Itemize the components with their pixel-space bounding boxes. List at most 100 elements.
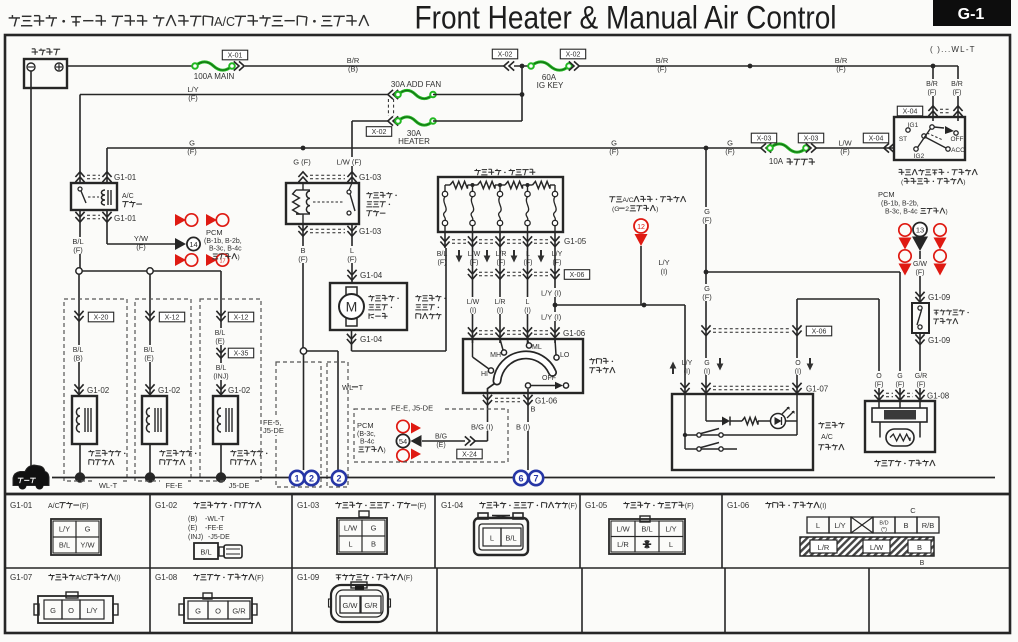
svg-text:G1-06: G1-06 bbox=[727, 501, 750, 510]
svg-text:(F): (F) bbox=[928, 90, 937, 97]
svg-text:2: 2 bbox=[625, 206, 629, 213]
svg-text:O: O bbox=[795, 360, 801, 367]
svg-text:100A MAIN: 100A MAIN bbox=[194, 72, 235, 81]
svg-text:(F): (F) bbox=[73, 246, 83, 255]
svg-text:2: 2 bbox=[309, 473, 314, 483]
svg-text:-J5-DE: -J5-DE bbox=[208, 534, 230, 541]
svg-text:(F): (F) bbox=[188, 94, 198, 103]
svg-text:B/R: B/R bbox=[951, 81, 963, 88]
svg-text:B: B bbox=[530, 405, 535, 414]
svg-text:L/Y: L/Y bbox=[682, 360, 693, 367]
svg-text:L: L bbox=[526, 299, 530, 306]
svg-text:(INJ): (INJ) bbox=[188, 534, 203, 541]
svg-text:OFF: OFF bbox=[951, 136, 964, 143]
svg-text:B/G: B/G bbox=[435, 434, 447, 441]
svg-text:ST: ST bbox=[899, 136, 907, 143]
svg-text:G1-04: G1-04 bbox=[360, 271, 383, 280]
svg-text:L/R: L/R bbox=[818, 543, 830, 552]
svg-text:X-01: X-01 bbox=[228, 53, 243, 60]
svg-text:(I): (I) bbox=[114, 575, 121, 582]
svg-text:B: B bbox=[903, 521, 908, 530]
svg-text:(F): (F) bbox=[417, 503, 426, 510]
svg-text:L/R: L/R bbox=[495, 299, 506, 306]
svg-text:PCM: PCM bbox=[357, 421, 374, 430]
svg-text:J5-DE: J5-DE bbox=[229, 481, 250, 490]
svg-text:B/G (I): B/G (I) bbox=[471, 423, 494, 432]
svg-text:(G: (G bbox=[612, 206, 620, 213]
svg-text:G1-03: G1-03 bbox=[359, 227, 382, 236]
svg-text:30A ADD FAN: 30A ADD FAN bbox=[391, 80, 441, 89]
svg-text:(I): (I) bbox=[795, 369, 802, 376]
svg-text:G1-02: G1-02 bbox=[228, 386, 251, 395]
svg-text:7: 7 bbox=[533, 473, 538, 483]
svg-text:-WL-T: -WL-T bbox=[205, 516, 225, 523]
svg-text:(F): (F) bbox=[438, 260, 447, 267]
svg-text:X-04: X-04 bbox=[869, 136, 884, 143]
svg-text:13: 13 bbox=[916, 226, 924, 235]
svg-text:B: B bbox=[371, 540, 376, 549]
svg-text:X-02: X-02 bbox=[498, 52, 513, 59]
svg-text:B/R: B/R bbox=[656, 56, 669, 65]
svg-text:(F): (F) bbox=[702, 293, 712, 302]
svg-text:G: G bbox=[704, 207, 710, 216]
svg-text:-FE-E: -FE-E bbox=[205, 525, 224, 532]
svg-text:(E): (E) bbox=[188, 525, 197, 532]
svg-text:(E): (E) bbox=[436, 442, 445, 449]
svg-text:ACC: ACC bbox=[951, 147, 965, 154]
svg-text:G1-09: G1-09 bbox=[297, 573, 320, 582]
svg-text:(F): (F) bbox=[609, 147, 619, 156]
svg-text:A/C: A/C bbox=[75, 575, 87, 582]
svg-text:L/Y: L/Y bbox=[86, 606, 97, 615]
svg-text:G1-08: G1-08 bbox=[155, 573, 178, 582]
svg-text:X-04: X-04 bbox=[903, 109, 918, 116]
svg-text:Y/W: Y/W bbox=[80, 541, 95, 550]
svg-text:L/W: L/W bbox=[870, 543, 884, 552]
svg-text:B/L: B/L bbox=[215, 330, 226, 337]
svg-text:(B-1b, B-2b,: (B-1b, B-2b, bbox=[881, 201, 919, 208]
svg-text:G1-02: G1-02 bbox=[87, 386, 110, 395]
svg-text:L/R: L/R bbox=[496, 251, 507, 258]
svg-text:G1-05: G1-05 bbox=[564, 237, 587, 246]
svg-text:M: M bbox=[346, 299, 358, 315]
svg-text:IG KEY: IG KEY bbox=[537, 81, 564, 90]
svg-text:(F): (F) bbox=[840, 147, 850, 156]
svg-text:L: L bbox=[348, 540, 352, 549]
svg-text:(F): (F) bbox=[136, 243, 146, 252]
svg-text:G: G bbox=[50, 606, 56, 615]
svg-text:G1-02: G1-02 bbox=[155, 501, 178, 510]
svg-text:G/R: G/R bbox=[232, 607, 246, 616]
svg-text:(F): (F) bbox=[702, 216, 712, 225]
svg-text:G-1: G-1 bbox=[958, 6, 985, 23]
svg-text:G: G bbox=[704, 284, 710, 293]
svg-text:G1-03: G1-03 bbox=[359, 173, 382, 182]
svg-text:54: 54 bbox=[399, 437, 407, 446]
svg-text:): ) bbox=[963, 179, 965, 186]
svg-text:(F): (F) bbox=[657, 65, 667, 74]
svg-text:G/W: G/W bbox=[343, 601, 359, 610]
svg-text:6: 6 bbox=[518, 473, 523, 483]
svg-text:G/R: G/R bbox=[915, 373, 927, 380]
svg-text:L/Y: L/Y bbox=[665, 524, 676, 533]
svg-text:A/C: A/C bbox=[821, 434, 833, 441]
svg-text:60A: 60A bbox=[542, 73, 557, 82]
svg-text:WL-T: WL-T bbox=[99, 481, 118, 490]
svg-text:IG2: IG2 bbox=[914, 153, 925, 160]
svg-text:(F): (F) bbox=[953, 90, 962, 97]
svg-text:PCM: PCM bbox=[878, 190, 895, 199]
svg-text:(F): (F) bbox=[497, 260, 506, 267]
svg-text:(B-1b, B-2b,: (B-1b, B-2b, bbox=[204, 238, 242, 245]
svg-text:HI: HI bbox=[481, 371, 488, 378]
svg-text:(B): (B) bbox=[348, 65, 359, 74]
svg-text:1: 1 bbox=[294, 473, 299, 483]
svg-text:( )...WL-T: ( )...WL-T bbox=[930, 45, 976, 54]
svg-text:L/W: L/W bbox=[468, 251, 481, 258]
svg-text:B (I): B (I) bbox=[516, 423, 531, 432]
svg-text:B-4c: B-4c bbox=[360, 439, 375, 446]
svg-text:30A: 30A bbox=[407, 129, 422, 138]
svg-text:L/Y: L/Y bbox=[834, 521, 845, 530]
svg-text:(I): (I) bbox=[820, 503, 827, 510]
svg-text:IG1: IG1 bbox=[908, 122, 919, 129]
svg-text:A/C: A/C bbox=[122, 193, 134, 200]
svg-text:J5-DE: J5-DE bbox=[263, 426, 284, 435]
svg-text:(F): (F) bbox=[568, 503, 577, 510]
